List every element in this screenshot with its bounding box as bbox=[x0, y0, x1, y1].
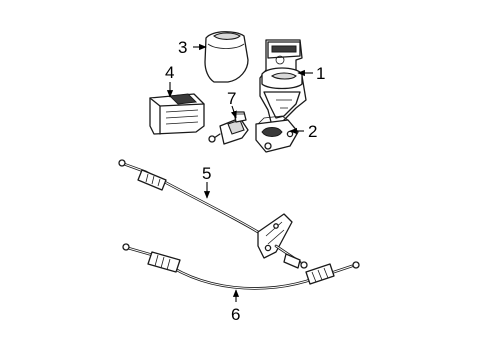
part-5-shift-cable[interactable] bbox=[118, 159, 308, 269]
callout-5: 5 bbox=[202, 164, 211, 183]
callout-7: 7 bbox=[227, 89, 236, 108]
part-7-switch[interactable] bbox=[208, 111, 249, 145]
part-1-shifter-assembly[interactable] bbox=[259, 39, 307, 127]
callout-3: 3 bbox=[178, 38, 187, 57]
part-3-knob-cover[interactable] bbox=[204, 31, 249, 83]
callouts: 3 4 1 7 2 5 6 bbox=[165, 38, 325, 324]
callout-4: 4 bbox=[165, 63, 174, 82]
callout-6: 6 bbox=[231, 305, 240, 324]
callout-1: 1 bbox=[316, 64, 325, 83]
part-4-control-module[interactable] bbox=[149, 93, 205, 135]
part-2-bracket[interactable] bbox=[255, 115, 299, 153]
leader-lines bbox=[166, 43, 313, 302]
part-6-lower-cable[interactable] bbox=[122, 243, 360, 290]
callout-2: 2 bbox=[308, 122, 317, 141]
